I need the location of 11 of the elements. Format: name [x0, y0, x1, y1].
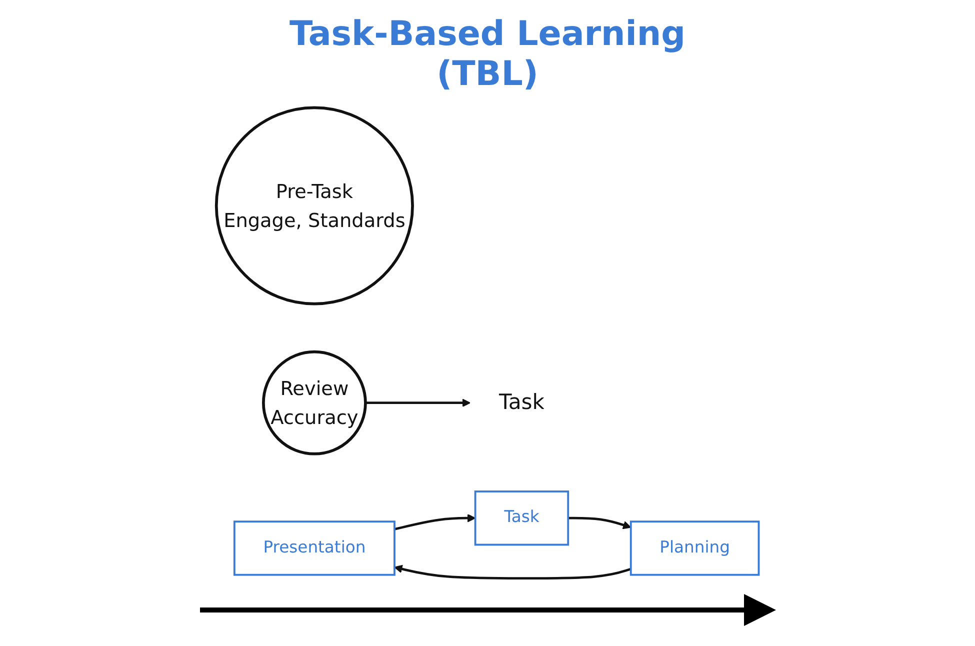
node-box: Presentation: [233, 520, 396, 576]
node-circle: Pre-Task Engage, Standards: [214, 106, 414, 306]
node-box: Planning: [630, 520, 760, 576]
node-text: Task: [498, 390, 544, 415]
title: Task-Based Learning (TBL): [288, 14, 686, 94]
arrow: [365, 398, 470, 408]
arrow: [568, 516, 632, 530]
node-circle: Review Accuracy: [262, 350, 367, 456]
arrow: [394, 514, 476, 530]
node-box: Task: [474, 490, 569, 546]
arrow: [394, 564, 632, 580]
